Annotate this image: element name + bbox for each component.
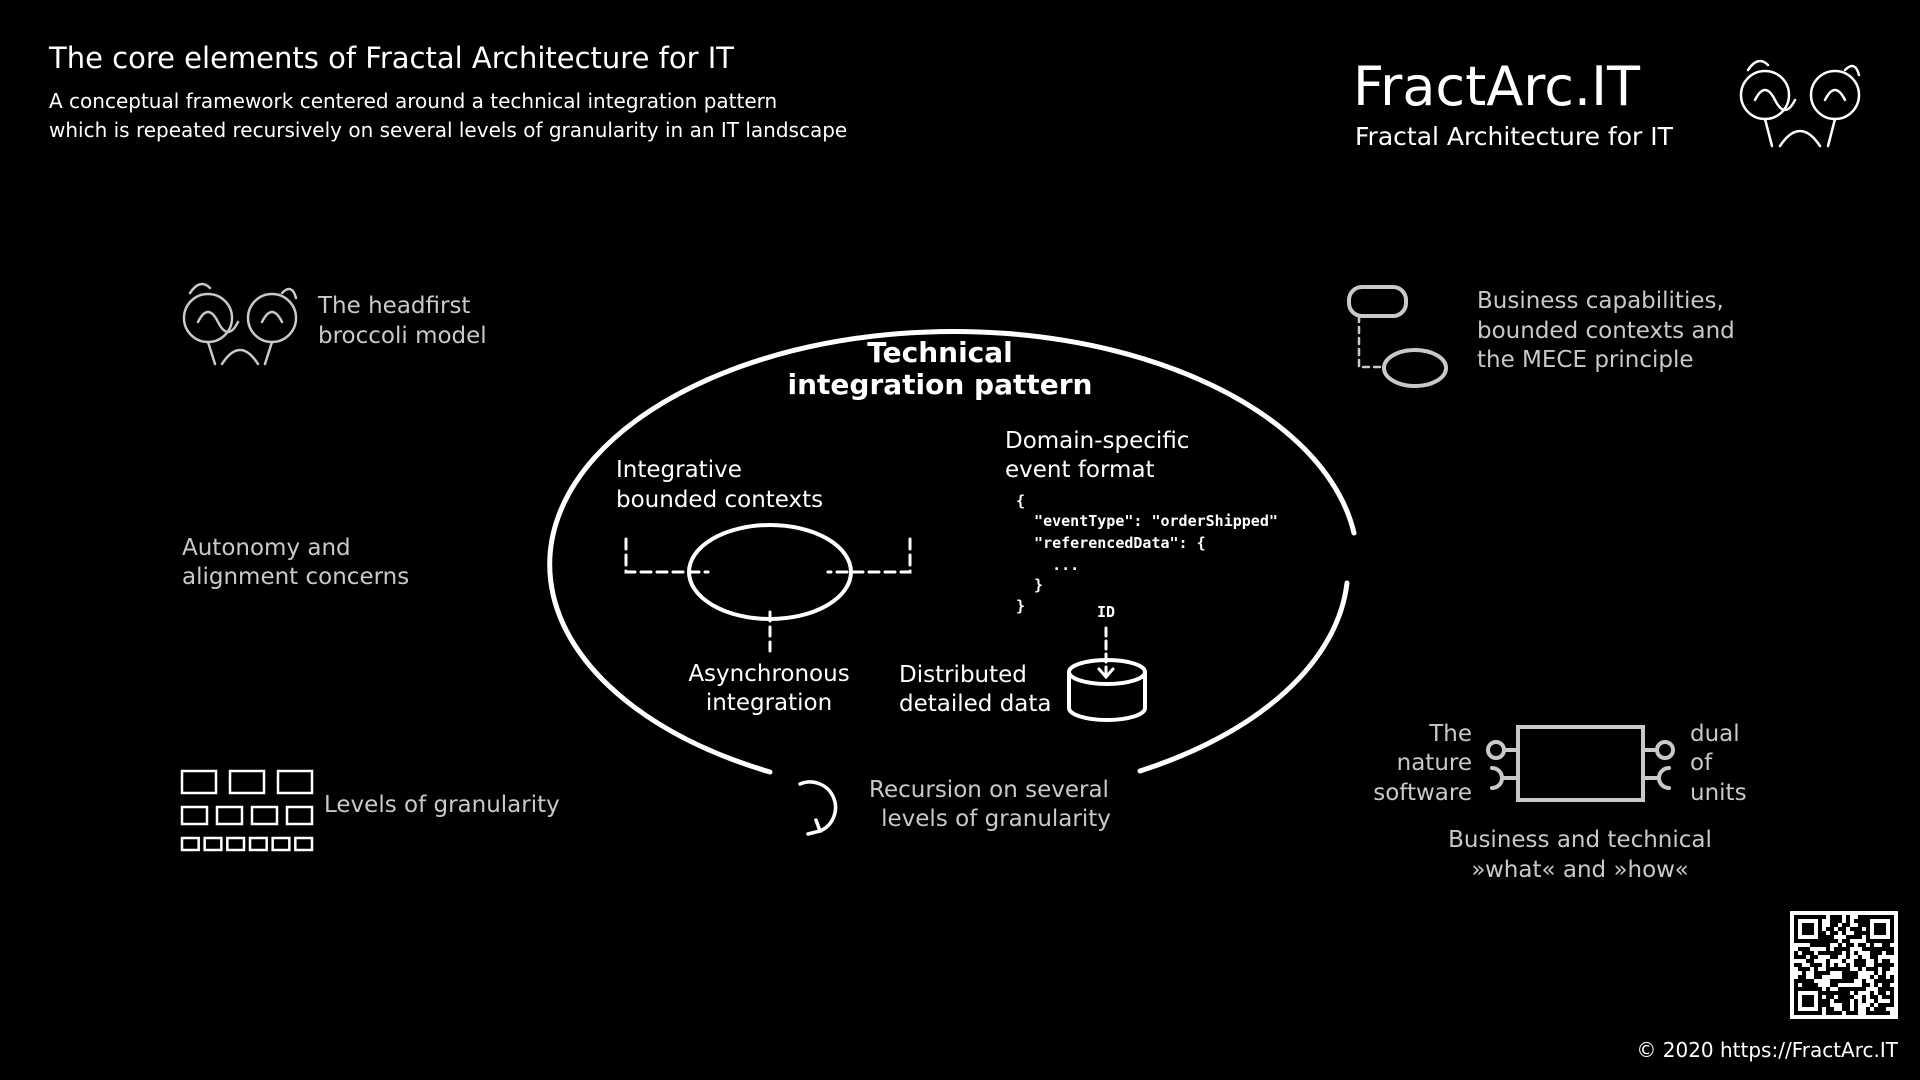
granularity-box (248, 836, 268, 852)
broccoli-model-icon (182, 282, 298, 366)
capabilities-label-1: Business capabilities, (1477, 288, 1724, 314)
pattern-title-line-1: Technical (867, 336, 1013, 369)
data-label-1: Distributed (899, 662, 1027, 688)
autonomy-label-2: alignment concerns (182, 564, 410, 590)
id-arrow-head (1097, 667, 1115, 680)
software-unit-component-icon (1486, 725, 1675, 802)
code-line: { (1016, 492, 1026, 510)
business-capabilities-icon (1347, 285, 1448, 388)
code-line: ... (1016, 556, 1080, 574)
granularity-box (276, 769, 314, 795)
async-label-2: integration (705, 690, 833, 716)
dual-left-1: The (1429, 721, 1472, 747)
page-title: The core elements of Fractal Architectur… (49, 41, 735, 75)
brand-name: FractArc.IT (1353, 55, 1641, 118)
subtitle-line-2: which is repeated recursively on several… (49, 118, 848, 142)
integrative-label-1: Integrative (616, 457, 742, 483)
autonomy-label-1: Autonomy and (182, 535, 351, 561)
dual-right-1: dual (1690, 721, 1740, 747)
right-context-bracket (826, 537, 912, 574)
qr-code-icon (1790, 911, 1898, 1019)
recursion-icon (798, 780, 838, 836)
left-context-bracket (624, 537, 710, 574)
brand-tagline: Fractal Architecture for IT (1355, 122, 1673, 151)
granularity-box (180, 805, 209, 826)
granularity-box (294, 836, 314, 852)
subtitle-line-1: A conceptual framework centered around a… (49, 89, 778, 113)
code-line: "referencedData": { (1016, 534, 1206, 552)
copyright-link[interactable]: © 2020 https://FractArc.IT (1636, 1038, 1898, 1062)
recursion-label-2: levels of granularity (881, 806, 1111, 832)
code-line: "eventType": "orderShipped" (1016, 512, 1278, 530)
business-label-2: »what« and »how« (1471, 857, 1689, 883)
granularity-box (285, 805, 314, 826)
code-line: } (1016, 576, 1044, 594)
capabilities-label-2: bounded contexts and (1477, 318, 1735, 344)
granularity-box (180, 769, 218, 795)
broccoli-label-1: The headfirst (318, 293, 471, 319)
integrative-label-2: bounded contexts (616, 487, 824, 513)
integration-pattern-ellipse (547, 328, 1357, 775)
dual-right-3: units (1690, 780, 1747, 806)
dual-right-2: of (1690, 750, 1713, 776)
async-label-1: Asynchronous (688, 661, 850, 687)
capabilities-label-3: the MECE principle (1477, 347, 1694, 373)
pattern-title-line-2: integration pattern (787, 368, 1093, 401)
recursion-label-1: Recursion on several (869, 777, 1109, 803)
broccoli-label-2: broccoli model (318, 323, 487, 349)
granularity-box (226, 836, 246, 852)
id-label: ID (1096, 603, 1116, 621)
dual-left-3: software (1373, 780, 1472, 806)
business-label-1: Business and technical (1448, 827, 1712, 853)
levels-of-granularity-icon (180, 769, 314, 852)
granularity-box (215, 805, 244, 826)
dual-left-2: nature (1396, 750, 1472, 776)
granularity-box (228, 769, 266, 795)
integration-pattern-ellipse-lower-right (1137, 580, 1350, 774)
event-format-label-2: event format (1005, 457, 1155, 483)
code-line: } (1016, 597, 1026, 615)
granularity-box (203, 836, 223, 852)
granularity-box (250, 805, 279, 826)
granularity-box (180, 836, 200, 852)
levels-label: Levels of granularity (324, 792, 560, 818)
broccoli-logo-icon (1739, 59, 1861, 148)
event-format-label-1: Domain-specific (1005, 428, 1190, 454)
granularity-box (271, 836, 291, 852)
database-icon (1067, 658, 1147, 722)
data-label-2: detailed data (899, 691, 1052, 717)
